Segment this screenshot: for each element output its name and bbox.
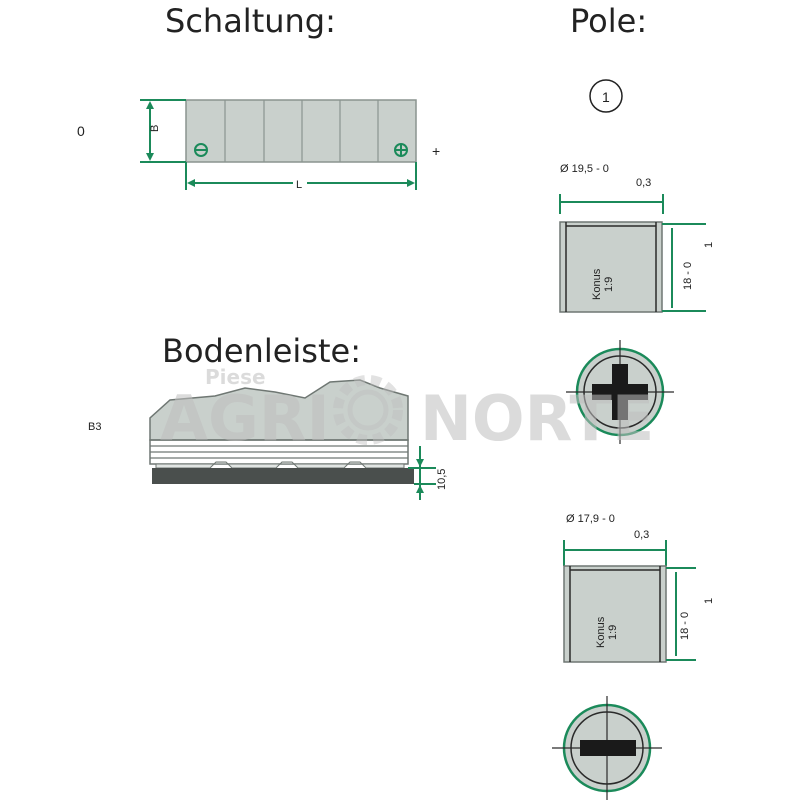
gear-icon xyxy=(333,375,403,445)
positive-diameter: Ø 19,5 - 0 xyxy=(560,163,609,175)
watermark-left: AGRI xyxy=(160,382,330,455)
heading-schaltung: Schaltung: xyxy=(165,2,336,40)
battery-body xyxy=(185,99,417,163)
height-dimension xyxy=(140,99,186,163)
negative-conus-top: Konus xyxy=(595,616,607,648)
positive-height: 18 - 0 xyxy=(682,262,694,290)
negative-terminal-symbol xyxy=(194,143,208,157)
heading-pole: Pole: xyxy=(570,2,647,40)
watermark-small: Piese xyxy=(205,365,266,389)
negative-height: 18 - 0 xyxy=(679,612,691,640)
cell-dividers xyxy=(224,100,379,162)
positive-conus-top: Konus xyxy=(591,268,603,300)
negative-diameter-tol: 0,3 xyxy=(634,529,649,541)
base-height: 10,5 xyxy=(436,469,448,490)
positive-pole-top xyxy=(566,340,674,444)
pole-number: 1 xyxy=(602,89,610,105)
plus-label: + xyxy=(432,143,440,159)
positive-terminal-symbol xyxy=(394,143,408,157)
plus-icon xyxy=(612,364,628,420)
base-rail xyxy=(152,468,414,484)
base-code: B3 xyxy=(88,421,101,433)
negative-height-tol: 1 xyxy=(703,598,715,604)
circuit-diagram: 0 + B xyxy=(77,99,440,191)
pole-number-badge: 1 xyxy=(589,79,623,113)
negative-conus-ratio: 1:9 xyxy=(607,625,619,640)
positive-height-tol: 1 xyxy=(703,242,715,248)
positive-diameter-tol: 0,3 xyxy=(636,177,651,189)
length-label: L xyxy=(296,179,302,191)
negative-pole-side: Ø 17,9 - 0 0,3 Konus 1:9 18 - 0 1 xyxy=(563,513,715,663)
negative-pole-top xyxy=(552,696,662,800)
circuit-code: 0 xyxy=(77,123,85,139)
heading-bodenleiste: Bodenleiste: xyxy=(162,332,361,370)
base-rail-diagram: B3 10,5 xyxy=(88,379,448,500)
minus-icon xyxy=(580,740,636,756)
positive-conus-ratio: 1:9 xyxy=(603,277,615,292)
negative-pole-body xyxy=(563,565,667,663)
positive-pole-side: Ø 19,5 - 0 0,3 Konus 1:9 18 - 0 1 xyxy=(559,163,715,313)
positive-pole-body xyxy=(559,221,663,313)
battery-side-body xyxy=(149,379,409,441)
height-label: B xyxy=(149,125,161,132)
negative-diameter: Ø 17,9 - 0 xyxy=(566,513,615,525)
watermark: Piese AGRI NORTE xyxy=(160,365,654,455)
watermark-right: NORTE xyxy=(420,382,654,455)
